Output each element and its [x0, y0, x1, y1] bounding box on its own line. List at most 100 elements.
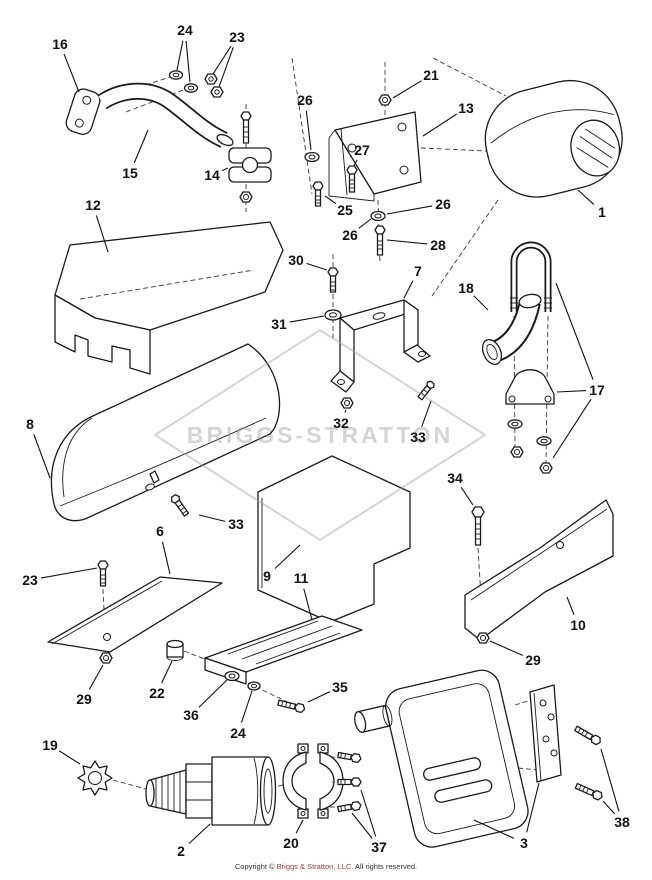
- hardware-bolt-23-left: [97, 560, 109, 587]
- callout-leader-38: [602, 800, 616, 815]
- part-callout-9: 9: [263, 568, 271, 584]
- part-callout-25: 25: [337, 202, 353, 218]
- callout-leader-18: [473, 295, 489, 311]
- callout-leader-21: [392, 80, 422, 99]
- part-12-heat-shield-upper: [54, 221, 284, 375]
- part-13-mounting-bracket: [328, 111, 422, 202]
- part-callout-18: 18: [458, 280, 474, 296]
- part-callout-35: 35: [332, 679, 348, 695]
- callout-leader-16: [63, 54, 80, 93]
- footer-copyright: Copyright © Briggs & Stratton, LLC. All …: [235, 862, 417, 871]
- part-callout-37: 37: [371, 839, 387, 855]
- hardware-washer-36: [224, 670, 240, 682]
- hardware-screw-38-lower: [574, 782, 603, 801]
- callout-leader-26: [386, 205, 433, 215]
- part-callout-14: 14: [204, 167, 220, 183]
- callout-leader-14: [221, 167, 229, 172]
- part-callout-20: 20: [283, 835, 299, 851]
- hardware-nuts-23-top: [204, 73, 224, 98]
- callout-leader-37: [360, 789, 377, 837]
- part-callout-8: 8: [26, 416, 34, 432]
- part-callout-29: 29: [76, 691, 92, 707]
- hardware-screw-33-left: [170, 494, 190, 517]
- callout-leader-20: [295, 819, 304, 834]
- hardware-washer-24-bottom: [247, 681, 261, 691]
- callout-leader-26: [358, 218, 372, 229]
- callout-leader-30: [306, 262, 328, 271]
- callout-leader-28: [386, 239, 428, 245]
- part-callout-2: 2: [177, 843, 185, 859]
- part-callout-34: 34: [447, 470, 463, 486]
- footer-copyright-suffix: All rights reserved.: [353, 862, 417, 871]
- hardware-nut-29-left: [99, 652, 113, 664]
- hardware-bolt-35: [277, 699, 306, 714]
- callout-leader-33: [198, 514, 226, 522]
- part-3-mounting-plate: [529, 684, 562, 783]
- callout-leader-13: [422, 113, 458, 137]
- part-callout-1: 1: [598, 204, 606, 220]
- callout-leader-34: [460, 486, 474, 506]
- part-callout-7: 7: [414, 263, 422, 279]
- hardware-washer-31: [324, 309, 342, 321]
- part-callout-3: 3: [520, 835, 528, 851]
- callout-leader-24: [176, 40, 184, 71]
- hardware-washer-26-right: [370, 210, 386, 222]
- part-14-pipe-clamp: [228, 111, 272, 203]
- part-callout-32: 32: [333, 415, 349, 431]
- callout-leader-10: [566, 596, 575, 615]
- callout-leader-31: [289, 315, 325, 323]
- part-callout-36: 36: [183, 707, 199, 723]
- part-callout-29: 29: [525, 652, 541, 668]
- callout-leader-37: [351, 812, 373, 839]
- part-15-exhaust-pipe: [97, 82, 234, 148]
- part-callout-26: 26: [297, 92, 313, 108]
- part-1-muffler-top: [484, 79, 623, 198]
- part-callout-15: 15: [122, 165, 138, 181]
- part-17-u-bolt-clamp: [505, 241, 555, 474]
- hardware-bolt-27: [346, 165, 358, 193]
- part-callout-23: 23: [22, 572, 38, 588]
- part-20-clamp-halves: [282, 743, 344, 819]
- part-9-shield-channel: [257, 455, 411, 623]
- part-callout-17: 17: [589, 382, 605, 398]
- callout-leader-3: [526, 782, 540, 833]
- part-callout-11: 11: [294, 570, 309, 586]
- part-callout-30: 30: [288, 252, 304, 268]
- part-2-exhaust-adapter: [145, 756, 277, 826]
- part-22-spacer: [166, 639, 184, 661]
- hardware-nut-29-right: [476, 632, 490, 644]
- part-callout-27: 27: [354, 142, 370, 158]
- hardware-bolt-28: [374, 225, 386, 256]
- part-7-support-bracket: [330, 299, 431, 393]
- callout-leader-1: [577, 189, 595, 205]
- callout-leader-7: [403, 280, 414, 299]
- hardware-screws-37: [337, 751, 362, 813]
- callout-leader-25: [324, 195, 337, 205]
- callout-leader-17: [555, 282, 594, 380]
- callout-leader-24: [185, 40, 191, 83]
- callout-leader-3: [473, 819, 515, 839]
- part-6-flat-heat-shield: [47, 576, 223, 653]
- callout-leader-2: [188, 823, 211, 844]
- callout-leader-23: [218, 47, 234, 88]
- part-callout-22: 22: [149, 685, 165, 701]
- part-callout-23: 23: [229, 29, 245, 45]
- footer-copyright-prefix: Copyright ©: [235, 862, 277, 871]
- callout-leader-36: [198, 679, 228, 708]
- callout-leader-6: [161, 541, 171, 575]
- part-10-shield-lower-right: [464, 499, 614, 641]
- callout-leader-23: [40, 567, 98, 579]
- hardware-nut-21: [378, 94, 392, 106]
- part-callout-10: 10: [570, 617, 586, 633]
- hardware-bolt-25: [312, 181, 324, 207]
- part-callout-24: 24: [177, 22, 193, 38]
- part-3-muffler-lower: [354, 669, 529, 848]
- callout-leader-19: [58, 750, 81, 765]
- hardware-screw-33-right: [417, 380, 435, 401]
- part-callout-19: 19: [42, 737, 58, 753]
- part-callout-33: 33: [228, 516, 244, 532]
- callout-leader-38: [600, 748, 620, 812]
